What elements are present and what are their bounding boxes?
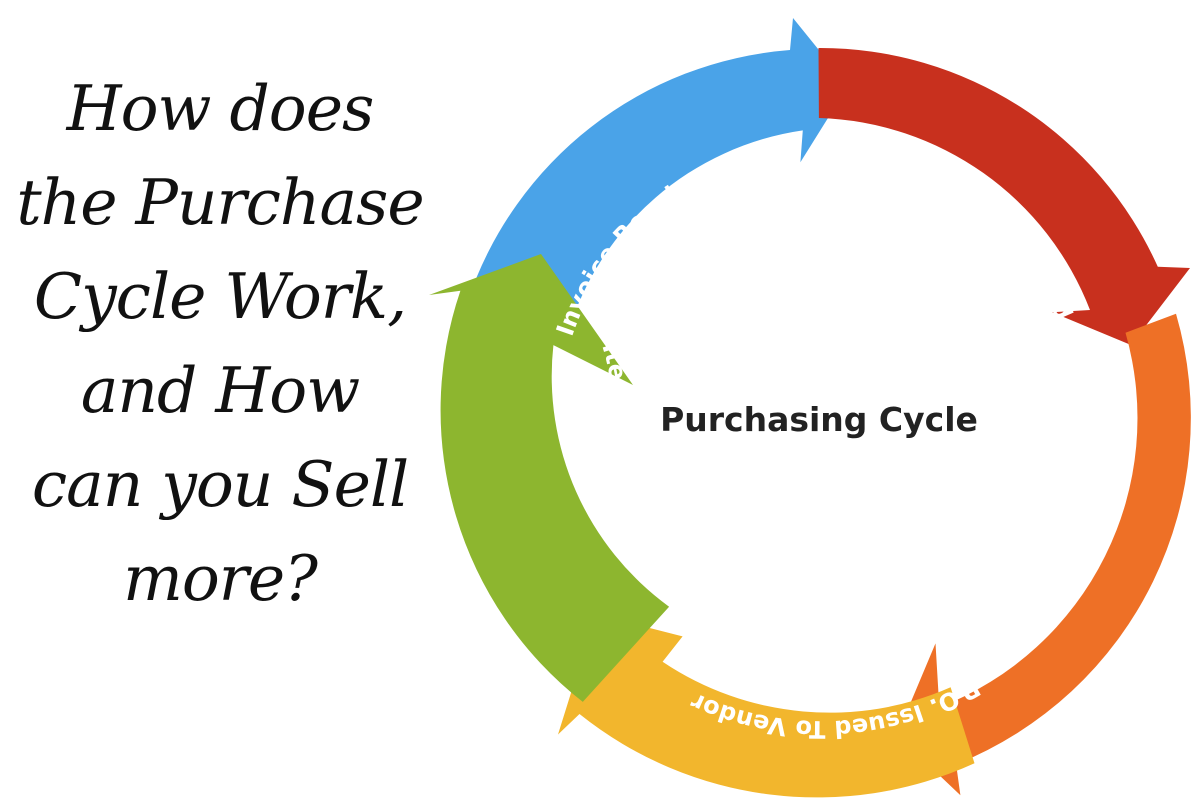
headline: How does the Purchase Cycle Work, and Ho… bbox=[0, 62, 440, 626]
step-arrow-assess-need bbox=[818, 47, 1190, 346]
step-arrow-invoice-paid bbox=[467, 18, 848, 335]
headline-line: can you Sell bbox=[31, 448, 409, 521]
headline-line: How does bbox=[66, 72, 375, 145]
step-arrow-items-received bbox=[429, 254, 670, 702]
purchasing-cycle-diagram: Invoice Received & Paid Assess the Need … bbox=[400, 0, 1191, 798]
center-title: Purchasing Cycle bbox=[660, 400, 978, 439]
step-arrow-po-issued bbox=[558, 614, 975, 798]
headline-line: more? bbox=[123, 542, 318, 615]
headline-line: the Purchase bbox=[16, 166, 424, 239]
headline-line: and How bbox=[80, 354, 360, 427]
headline-line: Cycle Work, bbox=[33, 260, 407, 333]
